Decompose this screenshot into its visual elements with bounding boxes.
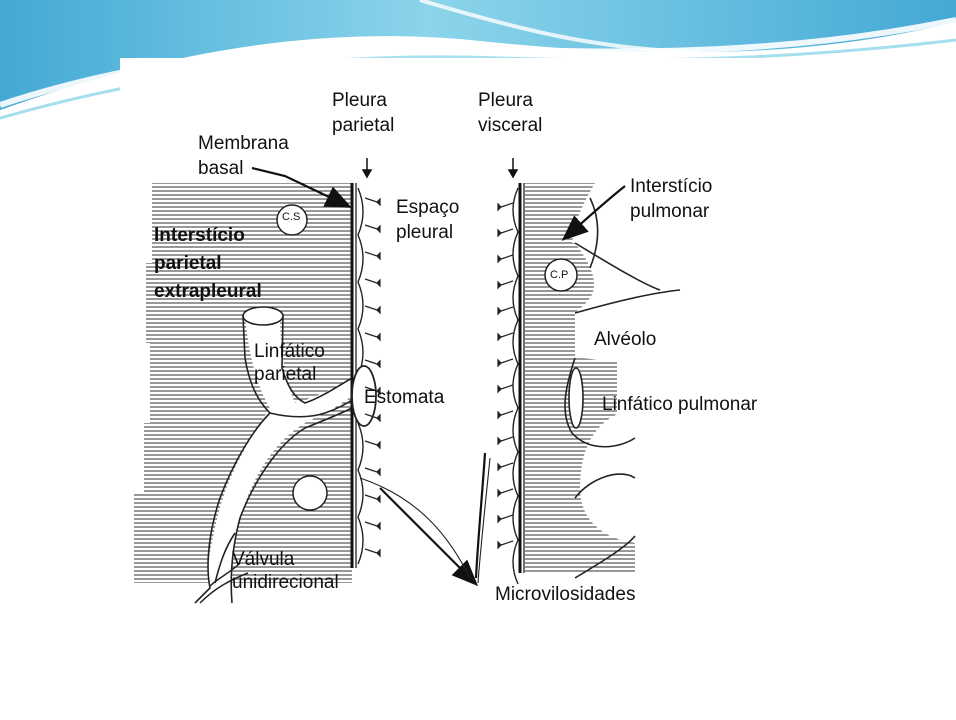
microvillus-tip [376,251,381,261]
microvillus [364,332,378,338]
label-alveolo: Alvéolo [594,329,657,350]
microvillus-tip [376,548,381,558]
microvillus-tip [376,197,381,207]
microvillus-tip [497,514,502,524]
microvillus-tip [497,332,502,342]
label-cp: C.P [550,269,569,281]
microvillus [500,332,514,338]
label-linfatico-pulmonar: Linfático pulmonar [602,394,758,415]
cp-circle [544,258,578,292]
microvillus-tip [376,413,381,423]
microvillus [364,467,378,473]
microvillus [500,254,514,260]
microvillus-tip [376,467,381,477]
alveolus-outlines [564,197,681,579]
pleura-diagram [134,158,730,604]
microvillus [364,278,378,284]
microvillus [500,436,514,442]
microvillus-tip [376,521,381,531]
unidirectional-valve [199,562,249,604]
microvillus-tip [497,462,502,472]
label-pleura-visceral: Pleura visceral [478,90,543,136]
microvillus [364,359,378,365]
microvillus [364,197,378,203]
microvillus-tip [497,254,502,264]
microvillus-tip [497,358,502,368]
label-linfatico-parietal: Linfático parietal [254,341,325,385]
label-membrana-basal: Membrana basal [198,133,289,179]
microvillus-tip [376,359,381,369]
parietal-lymphatic-opening [242,306,284,369]
microvillus [500,384,514,390]
microvillus-tip [376,386,381,396]
label-microvilosidades: Microvilosidades [495,584,636,605]
microvillus-tip [497,202,502,212]
microvillus-tip [497,228,502,238]
microvillus-tip [497,410,502,420]
microvillus [500,514,514,520]
label-espaco-pleural: Espaço pleural [396,197,460,243]
label-pleura-parietal: Pleura parietal [332,90,395,136]
label-estomata: Estomata [364,387,445,408]
microvillus [500,306,514,312]
microvillus-tip [497,306,502,316]
microvilli [364,197,514,558]
microvilli-leaders [359,457,491,584]
microvillus-tip [376,440,381,450]
microvillus-tip [376,494,381,504]
microvillus-tip [497,540,502,550]
microvillus [500,358,514,364]
microvillus [364,440,378,446]
lymphatic-vessel-walls [194,357,356,604]
leader-arrows [251,166,626,587]
microvillus [364,386,378,392]
microvillus [364,521,378,527]
microvillus [364,548,378,554]
microvillus [364,251,378,257]
microvillus [500,202,514,208]
microvillus [500,228,514,234]
microvillus-tip [497,280,502,290]
microvillus [364,224,378,230]
cs-circle [276,204,308,236]
microvillus [500,280,514,286]
microvillus [500,540,514,546]
microvillus [500,410,514,416]
pleura-pointer-arrows [361,158,519,179]
diagram-panel: Pleura parietal Pleura visceral Membrana… [120,58,812,636]
pulmonary-lymphatic-vessel [568,367,584,429]
microvillus [500,488,514,494]
label-cs: C.S [282,211,301,223]
microvillus-tip [376,332,381,342]
microvillus [364,305,378,311]
microvillus-tip [497,384,502,394]
label-valvula-unidirecional: Válvula unidirecional [232,549,339,593]
microvillus-tip [376,224,381,234]
microvillus [500,462,514,468]
microvillus [364,494,378,500]
microvillus-tip [376,278,381,288]
tissue-cutouts [208,198,730,603]
microvillus [364,413,378,419]
visceral-pleura-layer [512,183,525,585]
stoma-opening [351,365,377,427]
microvillus-tip [376,305,381,315]
label-intersticio-pulmonar: Interstício pulmonar [630,176,713,222]
microvillus-tip [497,488,502,498]
label-intersticio-parietal: Interstício parietal extrapleural [154,225,262,302]
microvillus-tip [497,436,502,446]
